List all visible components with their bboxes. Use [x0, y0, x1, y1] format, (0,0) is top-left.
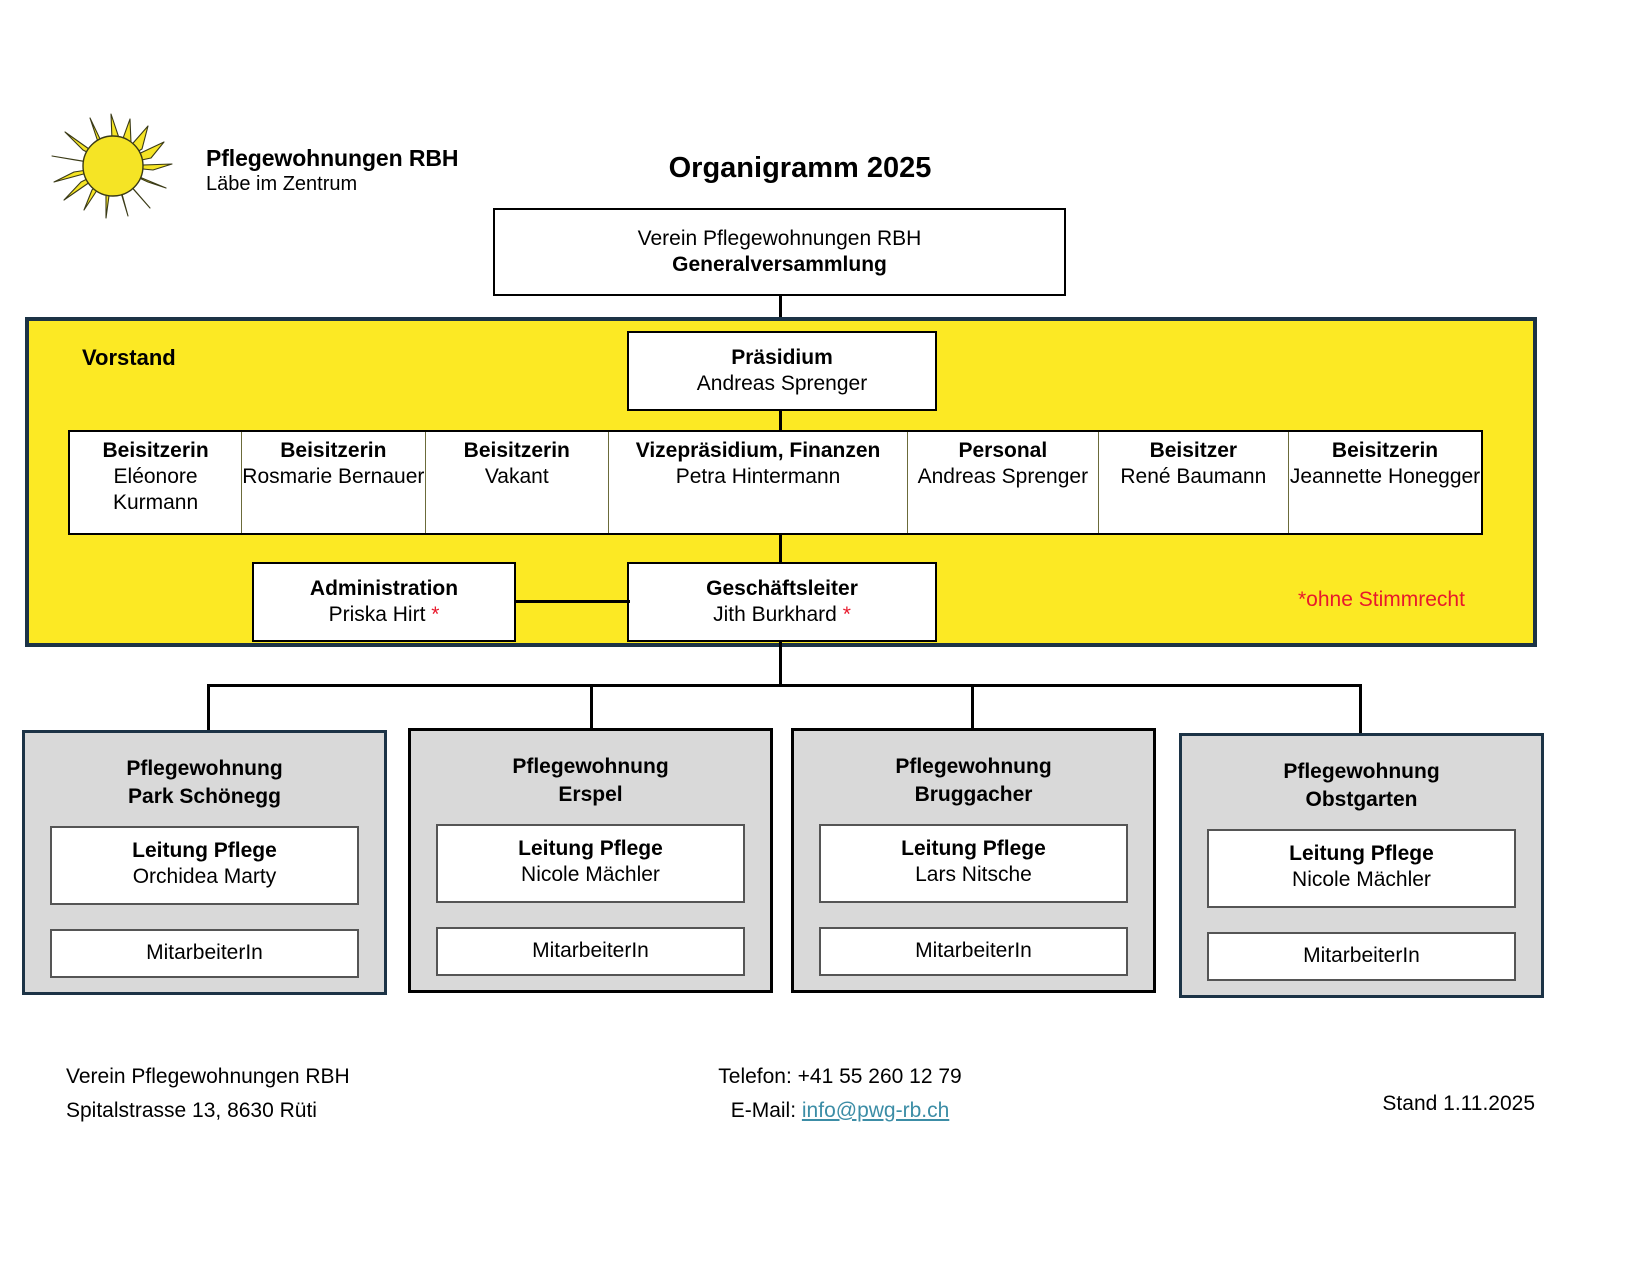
footer-address-line1: Verein Pflegewohnungen RBH — [66, 1065, 350, 1088]
board-member-1-name: Rosmarie Bernauer — [242, 465, 425, 489]
unit-3-staff-box: MitarbeiterIn — [1207, 931, 1516, 981]
board-member-3: Vizepräsidium, Finanzen Petra Hintermann — [608, 432, 909, 533]
unit-2-head-line2: Bruggacher — [914, 783, 1033, 807]
vorstand-label: Vorstand — [82, 345, 176, 370]
unit-2-staff-box: MitarbeiterIn — [819, 926, 1128, 976]
unit-card-bruggacher: Pflegewohnung Bruggacher Leitung Pflege … — [791, 728, 1156, 993]
board-member-6: Beisitzerin Jeannette Honegger — [1289, 432, 1481, 533]
unit-card-erspel: Pflegewohnung Erspel Leitung Pflege Nico… — [408, 728, 773, 993]
unit-0-head-line2: Park Schönegg — [128, 785, 281, 809]
connector-board-gl — [779, 533, 782, 564]
praesidium-box: Präsidium Andreas Sprenger — [627, 331, 937, 411]
connector-admin-gl — [514, 600, 630, 603]
geschaeftsleiter-name-row: Jith Burkhard * — [713, 602, 851, 628]
board-member-2-name: Vakant — [484, 465, 549, 489]
unit-card-obstgarten: Pflegewohnung Obstgarten Leitung Pflege … — [1179, 733, 1544, 998]
brand-text-block: Pflegewohnungen RBH Läbe im Zentrum — [206, 144, 458, 196]
gv-line2: Generalversammlung — [672, 253, 887, 276]
unit-3-heading: Pflegewohnung Obstgarten — [1283, 758, 1439, 815]
board-member-3-name: Petra Hintermann — [675, 465, 841, 489]
administration-name: Priska Hirt — [328, 603, 426, 626]
vorstand-member-row: Beisitzerin Eléonore Kurmann Beisitzerin… — [68, 430, 1483, 535]
unit-0-lead-title: Leitung Pflege — [132, 838, 277, 862]
footer-address-line2: Spitalstrasse 13, 8630 Rüti — [66, 1098, 317, 1122]
connector-gv-praesidium — [779, 296, 782, 332]
board-member-0-name: Eléonore Kurmann — [112, 465, 199, 515]
unit-2-head-line1: Pflegewohnung — [895, 755, 1052, 778]
administration-name-row: Priska Hirt * — [329, 602, 440, 628]
board-member-5: Beisitzer René Baumann — [1098, 432, 1290, 533]
geschaeftsleiter-asterisk: * — [842, 603, 851, 626]
unit-3-lead-box: Leitung Pflege Nicole Mächler — [1207, 828, 1516, 908]
unit-3-lead-name: Nicole Mächler — [1292, 868, 1431, 892]
board-member-4-name: Andreas Sprenger — [917, 465, 1089, 489]
geschaeftsleiter-name: Jith Burkhard — [713, 603, 837, 626]
ohne-stimmrecht-note: *ohne Stimmrecht — [1298, 588, 1465, 611]
board-member-3-title: Vizepräsidium, Finanzen — [635, 439, 881, 462]
unit-0-head-line1: Pflegewohnung — [126, 757, 283, 780]
brand-title: Pflegewohnungen RBH — [206, 145, 459, 171]
connector-distribution-bar — [207, 684, 1362, 687]
footer-email-link[interactable]: info@pwg-rb.ch — [801, 1098, 950, 1122]
gv-line1: Verein Pflegewohnungen RBH — [637, 226, 922, 250]
unit-1-lead-box: Leitung Pflege Nicole Mächler — [436, 823, 745, 903]
administration-title: Administration — [309, 576, 459, 600]
board-member-2: Beisitzerin Vakant — [425, 432, 609, 533]
footer-phone: Telefon: +41 55 260 12 79 — [718, 1065, 962, 1088]
unit-1-head-line1: Pflegewohnung — [512, 755, 669, 778]
unit-0-lead-box: Leitung Pflege Orchidea Marty — [50, 825, 359, 905]
geschaeftsleiter-title: Geschäftsleiter — [706, 576, 858, 600]
unit-3-head-line1: Pflegewohnung — [1283, 760, 1440, 783]
board-member-0: Beisitzerin Eléonore Kurmann — [70, 432, 243, 533]
unit-0-staff-box: MitarbeiterIn — [50, 928, 359, 978]
brand-subtitle: Läbe im Zentrum — [206, 173, 358, 196]
unit-2-lead-title: Leitung Pflege — [901, 836, 1046, 860]
board-member-6-title: Beisitzerin — [1331, 439, 1439, 462]
unit-2-heading: Pflegewohnung Bruggacher — [895, 753, 1051, 810]
footer-email-row: E-Mail: info@pwg-rb.ch — [600, 1094, 1080, 1128]
brand-logo: Pflegewohnungen RBH Läbe im Zentrum — [48, 112, 478, 222]
unit-card-park-schoenegg: Pflegewohnung Park Schönegg Leitung Pfle… — [22, 730, 387, 995]
sun-icon — [51, 113, 173, 219]
unit-2-lead-box: Leitung Pflege Lars Nitsche — [819, 823, 1128, 903]
board-member-4: Personal Andreas Sprenger — [908, 432, 1099, 533]
administration-asterisk: * — [431, 603, 440, 626]
page-title: Organigramm 2025 — [668, 152, 932, 184]
connector-gl-down — [779, 641, 782, 686]
unit-1-staff-box: MitarbeiterIn — [436, 926, 745, 976]
connector-drop-unit-3 — [1359, 684, 1362, 734]
connector-drop-unit-0 — [207, 684, 210, 732]
generalversammlung-box: Verein Pflegewohnungen RBH Generalversam… — [493, 208, 1066, 296]
geschaeftsleiter-box: Geschäftsleiter Jith Burkhard * — [627, 562, 937, 642]
board-member-1: Beisitzerin Rosmarie Bernauer — [242, 432, 426, 533]
unit-1-head-line2: Erspel — [558, 783, 623, 807]
unit-0-lead-name: Orchidea Marty — [132, 865, 277, 889]
footer-status: Stand 1.11.2025 — [1382, 1092, 1535, 1115]
board-member-5-title: Beisitzer — [1149, 439, 1238, 462]
board-member-2-title: Beisitzerin — [463, 439, 570, 462]
praesidium-title: Präsidium — [731, 345, 833, 369]
board-member-5-name: René Baumann — [1120, 465, 1267, 489]
unit-3-lead-title: Leitung Pflege — [1289, 841, 1434, 865]
unit-1-lead-title: Leitung Pflege — [518, 836, 663, 860]
connector-praesidium-board — [779, 411, 782, 432]
board-member-1-title: Beisitzerin — [280, 439, 387, 462]
unit-2-lead-name: Lars Nitsche — [915, 863, 1032, 887]
unit-1-heading: Pflegewohnung Erspel — [512, 753, 668, 810]
connector-drop-unit-2 — [971, 684, 974, 728]
board-member-4-title: Personal — [958, 439, 1048, 462]
unit-3-head-line2: Obstgarten — [1305, 788, 1418, 812]
board-member-6-name: Jeannette Honegger — [1289, 465, 1481, 489]
board-member-0-title: Beisitzerin — [102, 439, 209, 462]
connector-drop-unit-1 — [590, 684, 593, 728]
administration-box: Administration Priska Hirt * — [252, 562, 516, 642]
footer-address: Verein Pflegewohnungen RBH Spitalstrasse… — [66, 1060, 350, 1127]
footer-email-label: E-Mail: — [730, 1098, 797, 1122]
footer-contact: Telefon: +41 55 260 12 79 E-Mail: info@p… — [600, 1060, 1080, 1127]
unit-0-heading: Pflegewohnung Park Schönegg — [126, 755, 282, 812]
praesidium-name: Andreas Sprenger — [696, 372, 868, 395]
unit-1-lead-name: Nicole Mächler — [521, 863, 660, 887]
